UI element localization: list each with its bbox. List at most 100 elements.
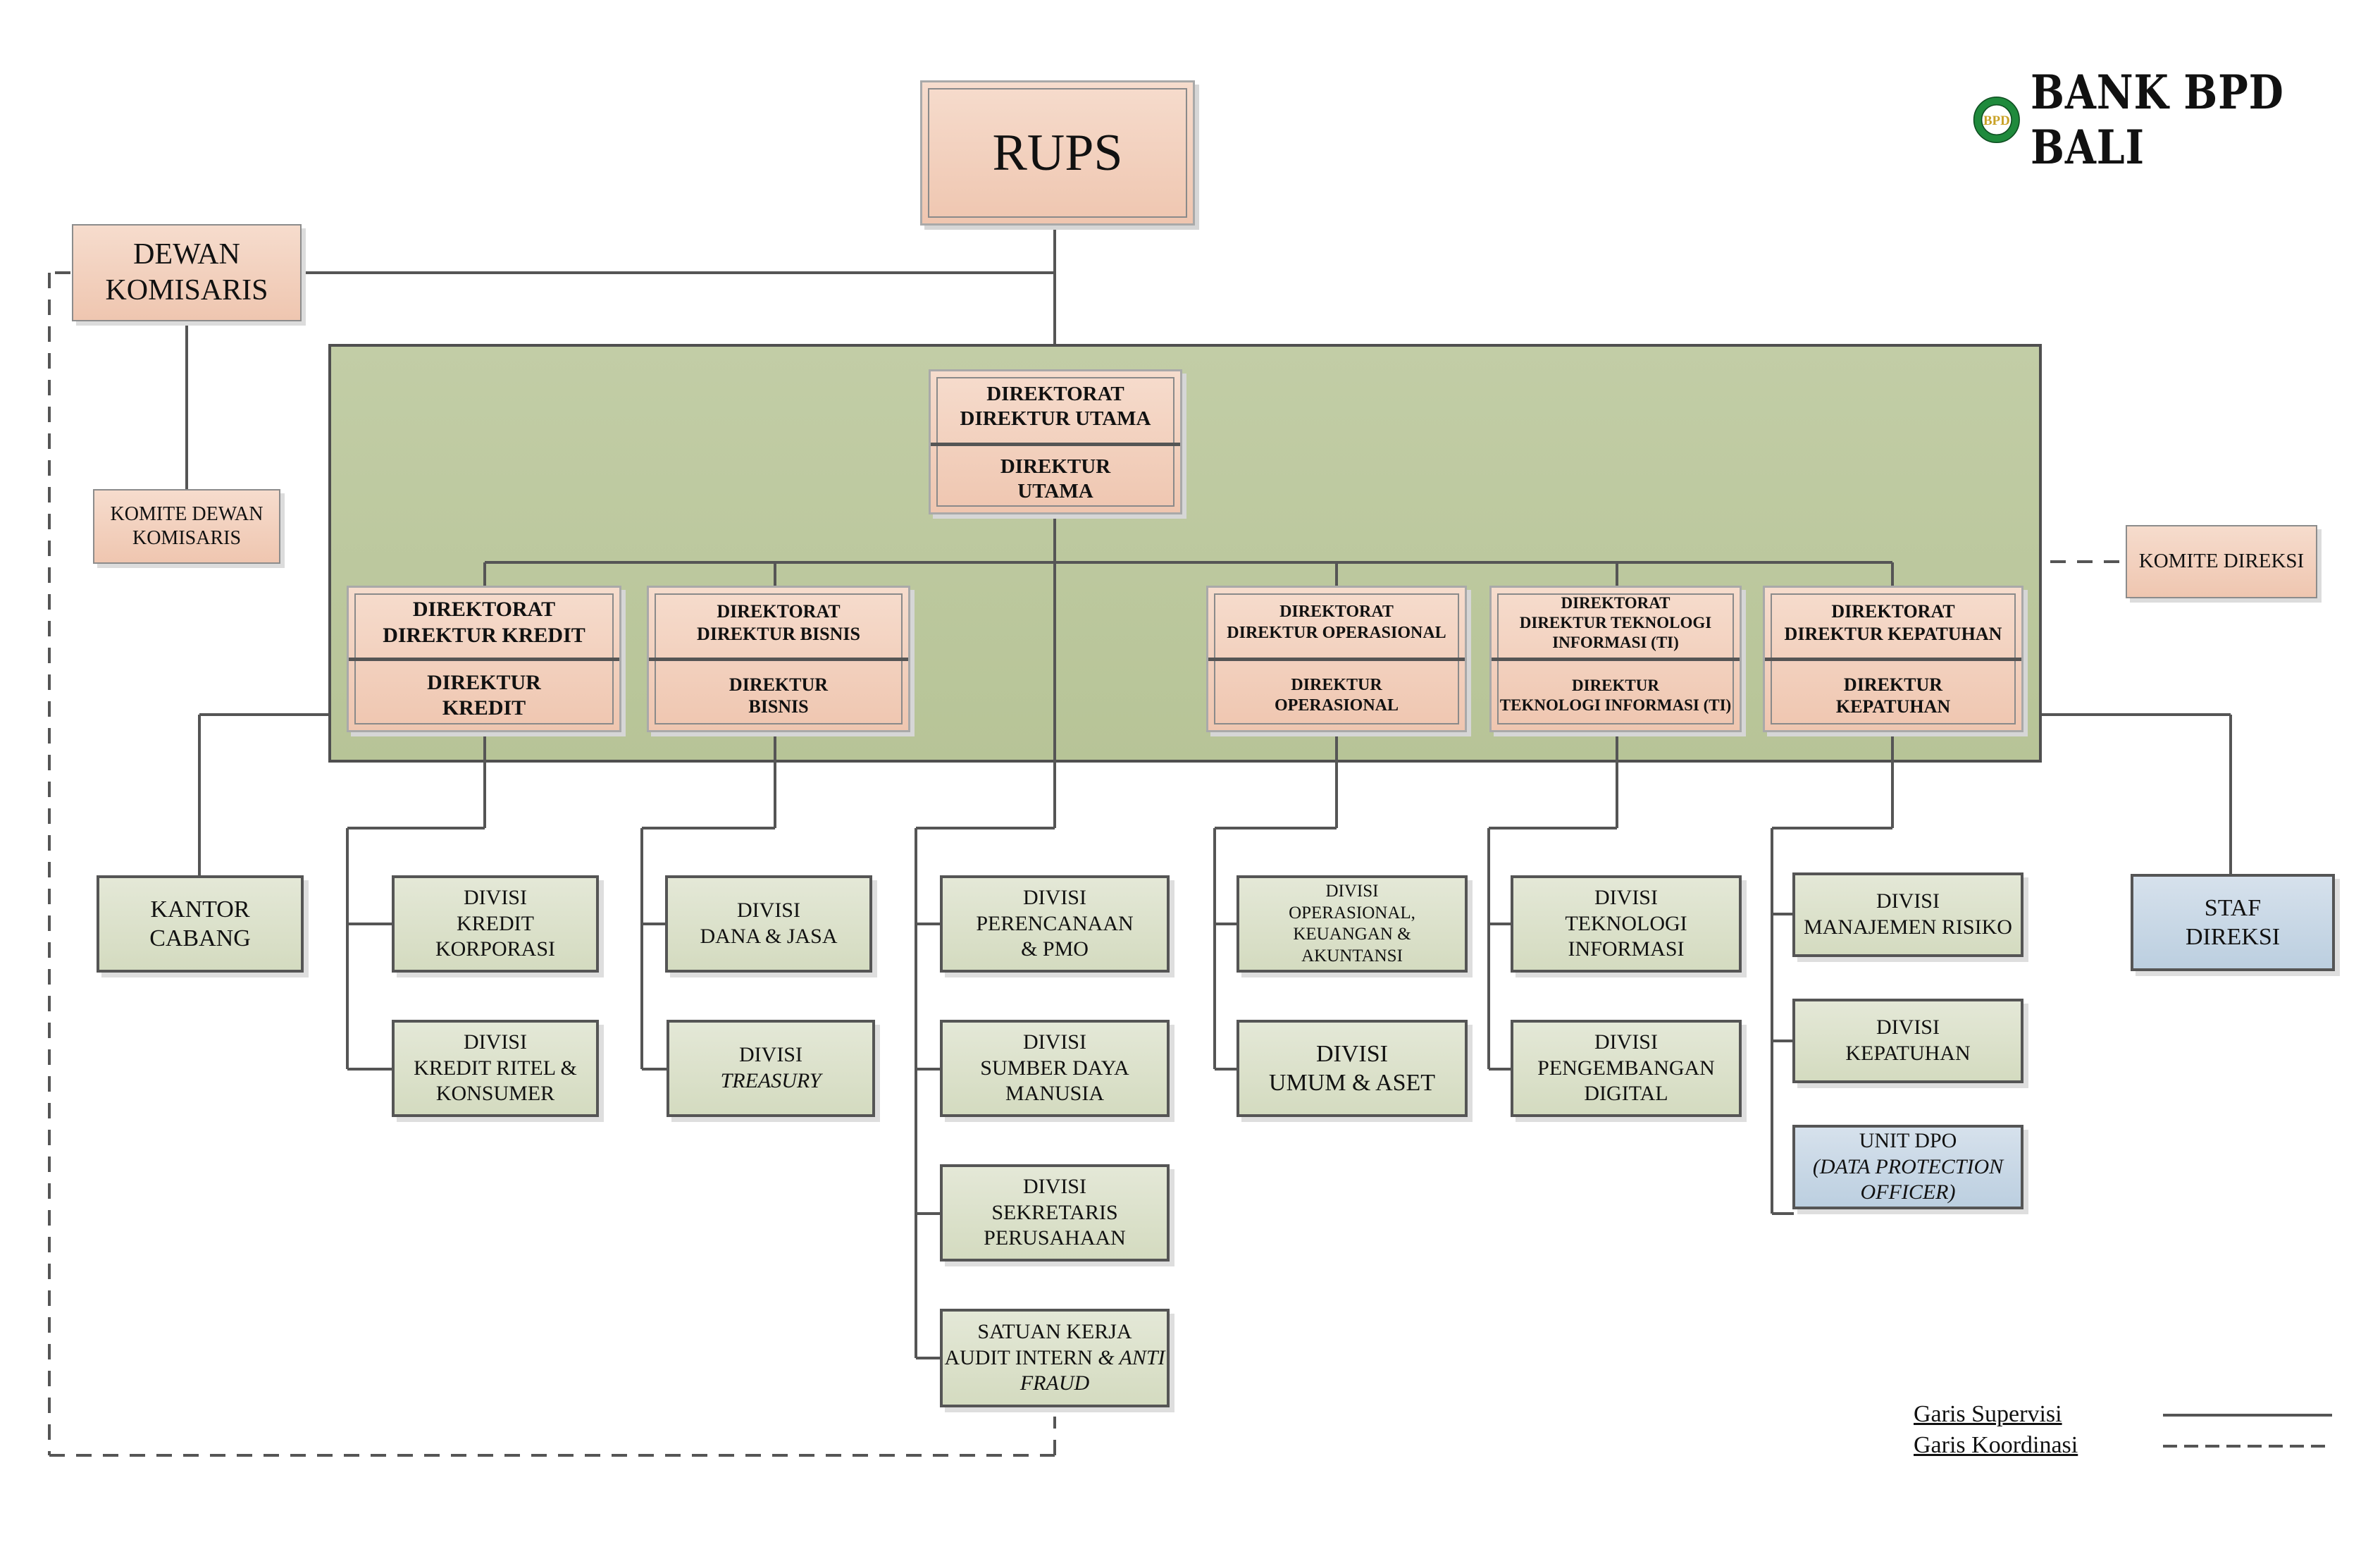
umum-aset-line-2: UMUM & ASET bbox=[1268, 1070, 1436, 1096]
direktur-utama-line-1: DIREKTUR bbox=[1000, 455, 1111, 478]
direktur-kepatuhan-line-2: KEPATUHAN bbox=[1835, 696, 1951, 717]
direktur-kepatuhan-line-1: DIREKTUR bbox=[1843, 674, 1943, 695]
bpd-bali-emblem-icon: BPD bbox=[1973, 96, 2020, 144]
divisi-teknologi-informasi-box[interactable]: DIVISI TEKNOLOGI INFORMASI bbox=[1511, 875, 1742, 973]
teknologi-line-2: TEKNOLOGI bbox=[1565, 911, 1687, 935]
direktorat-bisnis-header: DIREKTORAT DIREKTUR BISNIS bbox=[649, 588, 908, 662]
direktorat-kepatuhan-box[interactable]: DIREKTORAT DIREKTUR KEPATUHAN DIREKTUR K… bbox=[1763, 586, 2023, 732]
divisi-umum-aset-box[interactable]: DIVISI UMUM & ASET bbox=[1237, 1020, 1468, 1117]
direktorat-bisnis-line-2: DIREKTUR BISNIS bbox=[697, 623, 860, 644]
staf-direksi-box[interactable]: STAF DIREKSI bbox=[2131, 874, 2335, 971]
bank-logo: BPD BANK BPD BALI bbox=[1973, 65, 2380, 175]
divisi-opkeu-box[interactable]: DIVISI OPERASIONAL, KEUANGAN & AKUNTANSI bbox=[1237, 875, 1468, 973]
direktorat-ti-line-1: DIREKTORAT bbox=[1561, 593, 1671, 612]
direktorat-kredit-line-1: DIREKTORAT bbox=[412, 598, 556, 622]
direktorat-kepatuhan-header: DIREKTORAT DIREKTUR KEPATUHAN bbox=[1765, 588, 2021, 662]
divisi-kepatuhan-box[interactable]: DIVISI KEPATUHAN bbox=[1792, 999, 2023, 1083]
sdm-line-2: SUMBER DAYA bbox=[980, 1056, 1129, 1080]
dana-jasa-line-1: DIVISI bbox=[737, 899, 800, 923]
komite-direksi-box[interactable]: KOMITE DIREKSI bbox=[2126, 525, 2317, 598]
perencanaan-line-2: PERENCANAAN bbox=[976, 911, 1134, 935]
direktur-utama-line-2: UTAMA bbox=[1017, 479, 1093, 502]
divisi-manajemen-risiko-box[interactable]: DIVISI MANAJEMEN RISIKO bbox=[1792, 872, 2023, 957]
kepatuhan-line-2: KEPATUHAN bbox=[1845, 1042, 1971, 1065]
direktur-ti: DIREKTUR TEKNOLOGI INFORMASI (TI) bbox=[1492, 661, 1740, 730]
staf-direksi-line-2: DIREKSI bbox=[2185, 924, 2281, 950]
teknologi-line-1: DIVISI bbox=[1594, 886, 1658, 910]
direktorat-kredit-line-2: DIREKTUR KREDIT bbox=[383, 623, 585, 647]
direktorat-operasional-header: DIREKTORAT DIREKTUR OPERASIONAL bbox=[1208, 588, 1465, 662]
opkeu-line-3: KEUANGAN & bbox=[1293, 925, 1411, 944]
direktorat-ti-line-2: DIREKTUR TEKNOLOGI bbox=[1519, 613, 1712, 631]
legend-lines bbox=[2163, 1414, 2332, 1448]
kredit-ritel-line-2: KREDIT RITEL & bbox=[414, 1056, 577, 1080]
legend-koordinasi-label: Garis Koordinasi bbox=[1914, 1432, 2078, 1458]
dpo-line-1: UNIT DPO bbox=[1859, 1129, 1957, 1153]
rups-box[interactable]: RUPS bbox=[920, 80, 1195, 226]
direktur-kepatuhan: DIREKTUR KEPATUHAN bbox=[1765, 661, 2021, 730]
direktorat-kredit-box[interactable]: DIREKTORAT DIREKTUR KREDIT DIREKTUR KRED… bbox=[347, 586, 621, 732]
divisi-sdm-box[interactable]: DIVISI SUMBER DAYA MANUSIA bbox=[940, 1020, 1170, 1117]
direktur-operasional: DIREKTUR OPERASIONAL bbox=[1208, 661, 1465, 730]
umum-aset-line-1: DIVISI bbox=[1316, 1040, 1388, 1067]
audit-line-2: AUDIT INTERN bbox=[944, 1345, 1093, 1369]
komite-direksi-label: KOMITE DIREKSI bbox=[2138, 550, 2305, 573]
direktorat-operasional-line-1: DIREKTORAT bbox=[1279, 603, 1394, 622]
direktorat-ti-line-3: INFORMASI (TI) bbox=[1552, 633, 1679, 651]
kredit-korporasi-line-3: KORPORASI bbox=[435, 937, 556, 961]
direktorat-operasional-line-2: DIREKTUR OPERASIONAL bbox=[1227, 623, 1446, 642]
komite-dewan-komisaris-line-1: KOMITE DEWAN bbox=[110, 502, 264, 525]
direktorat-ti-header: DIREKTORAT DIREKTUR TEKNOLOGI INFORMASI … bbox=[1492, 588, 1740, 662]
risiko-line-1: DIVISI bbox=[1876, 889, 1940, 913]
direktorat-ti-box[interactable]: DIREKTORAT DIREKTUR TEKNOLOGI INFORMASI … bbox=[1489, 586, 1742, 732]
direktorat-kredit-header: DIREKTORAT DIREKTUR KREDIT bbox=[349, 588, 619, 662]
direktur-kredit-line-2: KREDIT bbox=[442, 696, 526, 720]
divisi-dana-jasa-box[interactable]: DIVISI DANA & JASA bbox=[665, 875, 872, 973]
sekretaris-line-1: DIVISI bbox=[1023, 1175, 1086, 1199]
opkeu-line-4: AKUNTANSI bbox=[1301, 946, 1403, 966]
direktur-bisnis: DIREKTUR BISNIS bbox=[649, 661, 908, 730]
dewan-komisaris-line-1: DEWAN bbox=[133, 238, 240, 271]
staf-direksi-line-1: STAF bbox=[2204, 894, 2262, 921]
divisi-sekretaris-box[interactable]: DIVISI SEKRETARIS PERUSAHAAN bbox=[940, 1164, 1170, 1262]
unit-dpo-box[interactable]: UNIT DPO (DATA PROTECTION OFFICER) bbox=[1792, 1125, 2023, 1209]
direktur-ti-line-2: TEKNOLOGI INFORMASI (TI) bbox=[1499, 696, 1732, 715]
satuan-kerja-audit-box[interactable]: SATUAN KERJA AUDIT INTERN & ANTI FRAUD bbox=[940, 1309, 1170, 1407]
kredit-korporasi-line-1: DIVISI bbox=[464, 886, 527, 910]
sekretaris-line-3: PERUSAHAAN bbox=[984, 1226, 1126, 1250]
kredit-ritel-line-1: DIVISI bbox=[464, 1030, 527, 1054]
direktur-operasional-line-2: OPERASIONAL bbox=[1274, 696, 1399, 715]
dewan-komisaris-line-2: KOMISARIS bbox=[105, 274, 268, 307]
direktorat-utama-header: DIREKTORAT DIREKTUR UTAMA bbox=[931, 371, 1180, 446]
teknologi-line-3: INFORMASI bbox=[1568, 937, 1685, 961]
risiko-line-2: MANAJEMEN RISIKO bbox=[1804, 915, 2012, 939]
digital-line-2: PENGEMBANGAN bbox=[1537, 1056, 1715, 1080]
audit-line-1: SATUAN KERJA bbox=[977, 1320, 1132, 1344]
kantor-cabang-box[interactable]: KANTOR CABANG bbox=[97, 875, 304, 973]
divisi-kredit-korporasi-box[interactable]: DIVISI KREDIT KORPORASI bbox=[392, 875, 599, 973]
dewan-komisaris-box[interactable]: DEWAN KOMISARIS bbox=[72, 224, 302, 321]
direktorat-bisnis-box[interactable]: DIREKTORAT DIREKTUR BISNIS DIREKTUR BISN… bbox=[647, 586, 910, 732]
legend-supervisi-label: Garis Supervisi bbox=[1914, 1401, 2062, 1427]
direktorat-operasional-box[interactable]: DIREKTORAT DIREKTUR OPERASIONAL DIREKTUR… bbox=[1206, 586, 1467, 732]
divisi-perencanaan-box[interactable]: DIVISI PERENCANAAN & PMO bbox=[940, 875, 1170, 973]
komite-dewan-komisaris-box[interactable]: KOMITE DEWAN KOMISARIS bbox=[93, 489, 280, 564]
direktur-ti-line-1: DIREKTUR bbox=[1572, 677, 1659, 695]
komite-dewan-komisaris-line-2: KOMISARIS bbox=[132, 527, 242, 549]
kredit-ritel-line-3: KONSUMER bbox=[435, 1082, 555, 1106]
legend: Garis Supervisi Garis Koordinasi bbox=[1914, 1399, 2078, 1461]
direktorat-utama-line-2: DIREKTUR UTAMA bbox=[960, 407, 1151, 431]
svg-text:BPD: BPD bbox=[1983, 113, 2010, 128]
audit-line-2-italic: & ANTI bbox=[1098, 1345, 1165, 1369]
dpo-line-3: OFFICER) bbox=[1860, 1180, 1956, 1204]
direktorat-utama-box[interactable]: DIREKTORAT DIREKTUR UTAMA DIREKTUR UTAMA bbox=[929, 369, 1182, 514]
kantor-cabang-line-1: KANTOR bbox=[150, 896, 250, 923]
divisi-treasury-box[interactable]: DIVISI TREASURY bbox=[667, 1020, 875, 1117]
divisi-pengembangan-digital-box[interactable]: DIVISI PENGEMBANGAN DIGITAL bbox=[1511, 1020, 1742, 1117]
opkeu-line-2: OPERASIONAL, bbox=[1289, 903, 1415, 923]
sdm-line-1: DIVISI bbox=[1023, 1030, 1086, 1054]
sdm-line-3: MANUSIA bbox=[1005, 1082, 1104, 1106]
direktorat-kepatuhan-line-2: DIREKTUR KEPATUHAN bbox=[1784, 623, 2002, 644]
divisi-kredit-ritel-box[interactable]: DIVISI KREDIT RITEL & KONSUMER bbox=[392, 1020, 599, 1117]
